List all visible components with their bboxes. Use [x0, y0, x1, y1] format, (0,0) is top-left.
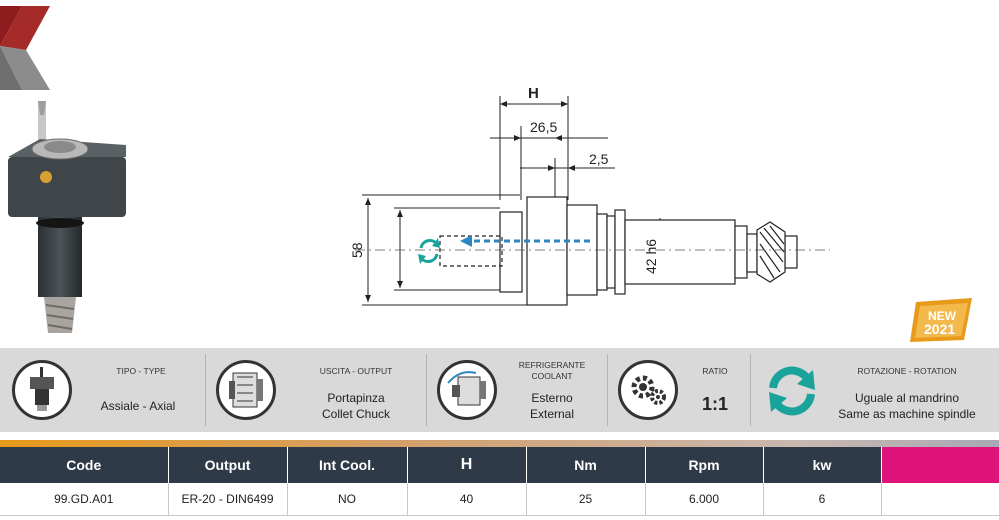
technical-drawing: H 26,5 2,5 58 42 h6 [349, 85, 830, 306]
feature-type: TIPO - TYPE Assiale - Axial [0, 348, 205, 432]
output-value-line1: Portapinza [327, 391, 385, 405]
coolant-value-line1: Esterno [531, 391, 573, 405]
feature-coolant: REFRIGERANTE COOLANT Esterno External [427, 348, 607, 432]
rotation-caption: ROTAZIONE - ROTATION [857, 366, 957, 376]
coolant-caption-line1: REFRIGERANTE [518, 360, 586, 370]
separator [750, 354, 751, 426]
badge-year-text: 2021 [924, 321, 955, 337]
col-header-kw: kw [763, 447, 882, 483]
gears-icon [618, 360, 678, 420]
output-caption: USCITA - OUTPUT [319, 366, 393, 376]
dim-26-5-label: 26,5 [530, 119, 557, 135]
cell-h: 40 [407, 483, 527, 516]
output-value-line2: Collet Chuck [321, 407, 391, 421]
dim-58-label: 58 [349, 242, 365, 258]
features-band: TIPO - TYPE Assiale - Axial USCITA - OUT… [0, 348, 999, 432]
coolant-caption-line2: COOLANT [531, 371, 573, 381]
axial-tool-icon [12, 360, 72, 420]
cell-nm: 25 [526, 483, 646, 516]
col-header-h: H [407, 447, 527, 483]
col-header-output: Output [168, 447, 288, 483]
badge-new-text: NEW [928, 309, 957, 323]
rotation-arrows-icon [769, 366, 815, 416]
cell-kw: 6 [763, 483, 882, 516]
rotation-value-line2: Same as machine spindle [838, 407, 976, 421]
separator [205, 354, 206, 426]
dim-h-label: H [528, 85, 539, 102]
col-header-rpm: Rpm [645, 447, 764, 483]
product-photo [8, 101, 126, 333]
rotation-value-line1: Uguale al mandrino [854, 391, 960, 405]
external-coolant-icon [437, 360, 497, 420]
new-2021-badge: NEW 2021 [910, 298, 972, 342]
feature-rotation: ROTAZIONE - ROTATION Uguale al mandrino … [751, 348, 999, 432]
ratio-caption: RATIO [702, 366, 728, 376]
col-header-nm: Nm [526, 447, 646, 483]
cell-empty [881, 483, 999, 516]
feature-output: USCITA - OUTPUT Portapinza Collet Chuck [206, 348, 426, 432]
type-caption: TIPO - TYPE [116, 366, 166, 376]
col-header-code: Code [0, 447, 169, 483]
table-header-row: Code Output Int Cool. H Nm Rpm kw [0, 447, 999, 483]
collet-chuck-icon [216, 360, 276, 420]
cell-rpm: 6.000 [645, 483, 764, 516]
col-header-int-cool: Int Cool. [287, 447, 408, 483]
separator [607, 354, 608, 426]
cell-output: ER-20 - DIN6499 [168, 483, 288, 516]
dim-2-5-label: 2,5 [589, 151, 609, 167]
type-value: Assiale - Axial [100, 399, 176, 413]
coolant-value-line2: External [529, 407, 575, 421]
col-header-accent [881, 447, 999, 483]
spec-table: Code Output Int Cool. H Nm Rpm kw 99.GD.… [0, 447, 999, 516]
accent-bar [0, 440, 999, 447]
ratio-value: 1:1 [701, 394, 728, 414]
cell-int-cool: NO [287, 483, 408, 516]
brand-logo [0, 6, 50, 90]
table-row: 99.GD.A01 ER-20 - DIN6499 NO 40 25 6.000… [0, 483, 999, 516]
separator [426, 354, 427, 426]
dim-42h6-label: 42 h6 [643, 239, 659, 274]
feature-ratio: RATIO 1:1 [608, 348, 750, 432]
cell-code: 99.GD.A01 [0, 483, 169, 516]
